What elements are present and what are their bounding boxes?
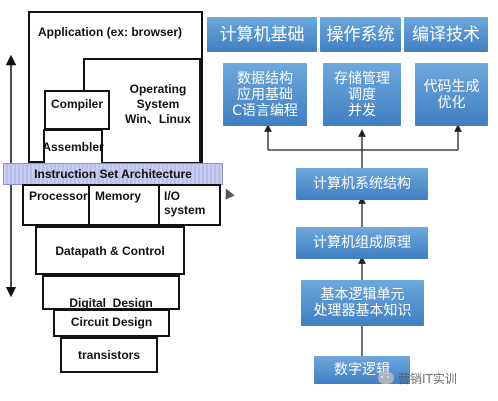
- datapath-label: Datapath & Control: [55, 243, 165, 258]
- hardware-row: Processor Memory I/O system: [22, 184, 221, 226]
- io-cell: I/O system: [160, 186, 220, 224]
- os-label-line3: Win、Linux: [125, 112, 191, 126]
- isa-label: Instruction Set Architecture: [34, 167, 192, 181]
- processor-cell: Processor: [24, 186, 90, 224]
- circuit-design-label: Circuit Design: [70, 315, 153, 329]
- os-label-line1: Operating: [129, 82, 187, 96]
- sub-box-compilers: 代码生成 优化: [415, 63, 488, 126]
- memory-label: Memory: [95, 189, 142, 203]
- assembler-box: Assembler: [42, 129, 104, 165]
- course-architecture: 计算机系统结构: [296, 168, 428, 200]
- compiler-label: Compiler: [50, 97, 103, 111]
- header-course-os: 操作系统: [320, 17, 401, 52]
- right-connectors: [264, 124, 462, 356]
- io-label: I/O system: [164, 189, 206, 217]
- digital-design-label: Digital Design: [69, 296, 153, 310]
- course-organization: 计算机组成原理: [296, 227, 428, 259]
- application-label: Application (ex: browser): [38, 25, 183, 39]
- watermark-text: 营销IT实训: [398, 371, 457, 386]
- header-course-compilers: 编译技术: [404, 17, 488, 52]
- os-label-line2: System: [136, 97, 180, 111]
- sub-box-fundamentals: 数据结构 应用基础 C语言编程: [223, 63, 307, 126]
- datapath-box: Datapath & Control: [35, 226, 185, 275]
- sub-box-os: 存储管理 调度 并发: [323, 63, 401, 126]
- transistors-box: transistors: [60, 337, 158, 373]
- compiler-box: Compiler: [44, 90, 110, 130]
- isa-bar: Instruction Set Architecture: [3, 163, 223, 185]
- circuit-design-box: Circuit Design: [53, 309, 170, 337]
- course-basic-logic: 基本逻辑单元 处理器基本知识: [301, 280, 424, 326]
- assembler-label: Assembler: [42, 140, 104, 154]
- header-course-fundamentals: 计算机基础: [207, 17, 317, 52]
- digital-design-box: Digital Design: [42, 275, 180, 310]
- transistors-label: transistors: [77, 348, 141, 362]
- watermark: 营销IT实训: [378, 368, 457, 388]
- course-digital-logic: 数字逻辑: [314, 356, 410, 384]
- memory-cell: Memory: [90, 186, 160, 224]
- processor-label: Processor: [29, 189, 88, 203]
- wechat-icon: [378, 372, 394, 384]
